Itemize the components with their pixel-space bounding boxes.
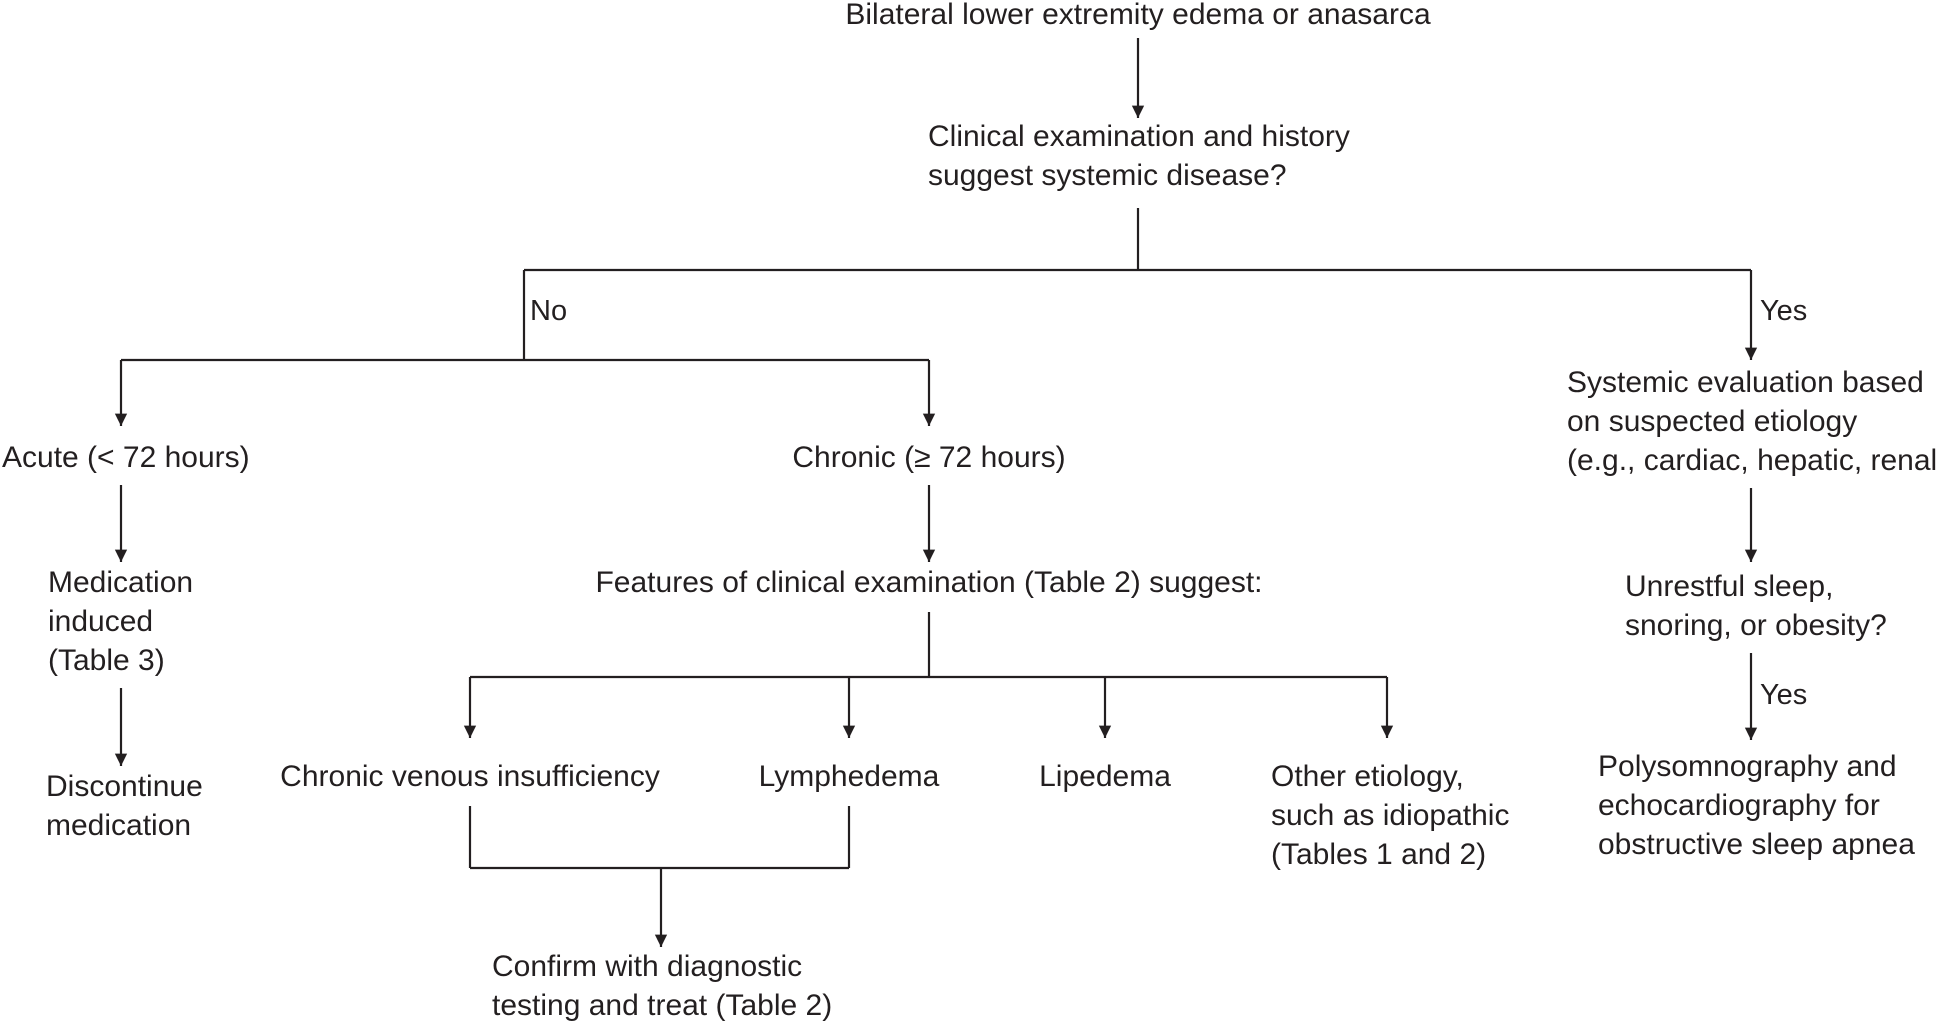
- node-other-etiology-line-1: Other etiology,: [1271, 760, 1464, 793]
- node-confirm-line-1: Confirm with diagnostic: [492, 950, 802, 983]
- node-confirm-line-2: testing and treat (Table 2): [492, 989, 832, 1022]
- node-other-etiology: Other etiology, such as idiopathic (Tables…: [1271, 760, 1509, 871]
- node-start: Bilateral lower extremity edema or anasa…: [845, 0, 1431, 31]
- node-lipedema-line-1: Lipedema: [1039, 760, 1171, 793]
- branch-label-yes-systemic: Yes: [1760, 295, 1807, 327]
- node-polysomnography-line-1: Polysomnography and: [1598, 750, 1897, 783]
- node-acute-line-1: Acute (< 72 hours): [2, 441, 250, 474]
- node-polysomnography-line-3: obstructive sleep apnea: [1598, 828, 1915, 861]
- node-sleep-question-line-2: snoring, or obesity?: [1625, 609, 1887, 642]
- node-medication-induced-line-3: (Table 3): [48, 644, 165, 677]
- node-start-line-1: Bilateral lower extremity edema or anasa…: [845, 0, 1431, 31]
- node-systemic-question-line-2: suggest systemic disease?: [928, 159, 1287, 192]
- node-sleep-question-line-1: Unrestful sleep,: [1625, 570, 1833, 603]
- node-medication-induced-line-1: Medication: [48, 566, 193, 599]
- node-systemic-eval-line-1: Systemic evaluation based: [1567, 366, 1924, 399]
- node-chronic-line-1: Chronic (≥ 72 hours): [792, 441, 1065, 474]
- node-systemic-question-line-1: Clinical examination and history: [928, 120, 1350, 153]
- node-other-etiology-line-3: (Tables 1 and 2): [1271, 838, 1486, 871]
- node-cvi-line-1: Chronic venous insufficiency: [280, 760, 660, 793]
- node-lymphedema-line-1: Lymphedema: [759, 760, 940, 793]
- branch-label-yes-sleep: Yes: [1760, 679, 1807, 711]
- node-confirm: Confirm with diagnostic testing and treat…: [492, 950, 832, 1022]
- node-other-etiology-line-2: such as idiopathic: [1271, 799, 1509, 832]
- node-discontinue-line-1: Discontinue: [46, 770, 203, 803]
- node-discontinue: Discontinue medication: [46, 770, 203, 842]
- node-medication-induced-line-2: induced: [48, 605, 153, 638]
- node-polysomnography-line-2: echocardiography for: [1598, 789, 1880, 822]
- node-discontinue-line-2: medication: [46, 809, 191, 842]
- connectors: [114, 38, 1758, 947]
- node-acute: Acute (< 72 hours): [2, 441, 250, 474]
- node-systemic-eval-line-3: (e.g., cardiac, hepatic, renal): [1567, 444, 1937, 477]
- node-systemic-eval: Systemic evaluation based on suspected et…: [1567, 366, 1937, 477]
- node-systemic-question: Clinical examination and history suggest …: [928, 120, 1350, 192]
- node-cvi: Chronic venous insufficiency: [280, 760, 660, 793]
- branch-label-no: No: [530, 295, 567, 327]
- node-lipedema: Lipedema: [1039, 760, 1171, 793]
- node-chronic: Chronic (≥ 72 hours): [792, 441, 1065, 474]
- node-exam-features-line-1: Features of clinical examination (Table …: [595, 566, 1262, 599]
- node-systemic-eval-line-2: on suspected etiology: [1567, 405, 1857, 438]
- branch-labels: No Yes Yes: [530, 295, 1807, 711]
- node-sleep-question: Unrestful sleep, snoring, or obesity?: [1625, 570, 1887, 642]
- node-exam-features: Features of clinical examination (Table …: [595, 566, 1262, 599]
- node-lymphedema: Lymphedema: [759, 760, 940, 793]
- node-medication-induced: Medication induced (Table 3): [48, 566, 193, 677]
- node-polysomnography: Polysomnography and echocardiography for o…: [1598, 750, 1915, 861]
